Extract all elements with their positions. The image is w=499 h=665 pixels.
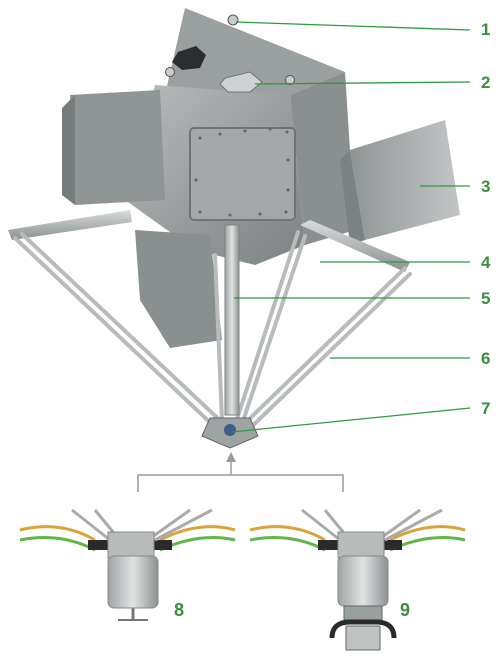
bracket-arrow-icon — [226, 452, 236, 462]
detail-label-9: 9 — [400, 600, 411, 620]
callout-7: 7 — [481, 399, 491, 418]
callout-2: 2 — [481, 73, 491, 92]
detail-bracket — [137, 458, 344, 492]
telescopic-shaft — [224, 224, 240, 416]
detail-label-8: 8 — [174, 600, 185, 620]
tool-flange — [224, 424, 236, 436]
upper-arms — [8, 210, 410, 272]
callout-5: 5 — [481, 289, 491, 308]
callout-3: 3 — [481, 177, 491, 196]
gripper-tool-illustration — [19, 508, 236, 621]
robot-base-body — [62, 8, 460, 348]
callout-4: 4 — [481, 253, 491, 272]
callout-6: 6 — [481, 349, 491, 368]
callout-1: 1 — [481, 20, 491, 39]
forearm-rods — [13, 230, 412, 434]
leader-lines — [231, 21, 471, 433]
vacuum-tool-illustration — [249, 508, 466, 651]
